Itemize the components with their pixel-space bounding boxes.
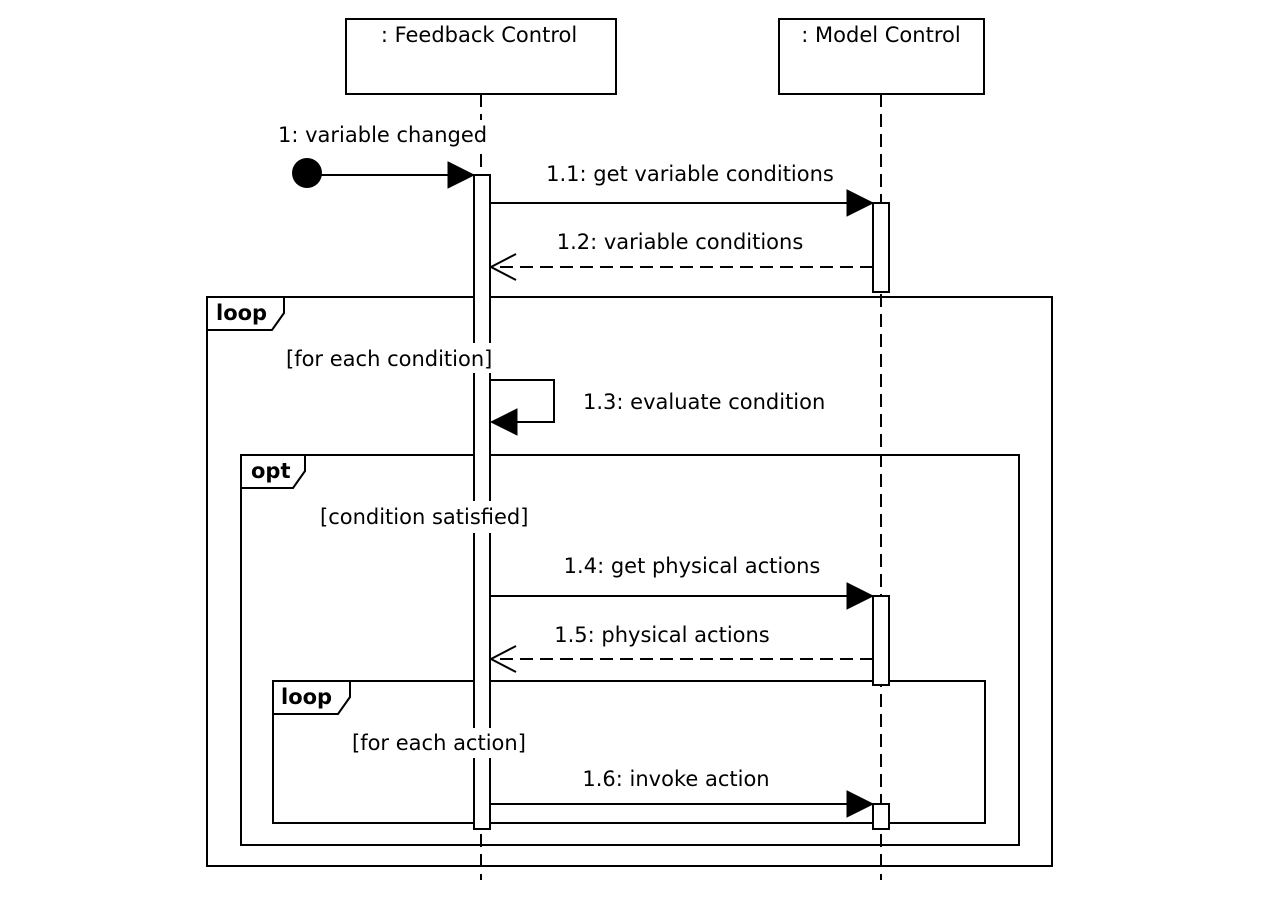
arrowhead-filled-icon [489,408,518,436]
message-1-5-label: 1.5: physical actions [554,623,770,647]
fragment-outer-loop-frame[interactable] [206,296,1053,867]
arrowhead-filled-icon [846,189,875,217]
fragment-outer-loop: loop [206,296,1053,867]
lifeline-model-control: : Model Control [778,18,985,880]
message-1-1[interactable]: 1.1: get variable conditions [490,162,875,217]
message-1-4-label: 1.4: get physical actions [564,554,821,578]
arrowhead-filled-icon [447,161,476,189]
fragment-inner-loop-operator: loop [281,685,332,709]
arrowhead-open-icon [488,645,517,673]
guard-inner-loop-text: [for each action] [352,731,526,755]
message-1-4[interactable]: 1.4: get physical actions [490,554,875,610]
message-1[interactable]: 1: variable changed [276,120,514,189]
activation-model-3 [872,803,890,830]
message-1-6[interactable]: 1.6: invoke action [490,767,875,818]
message-1-3[interactable]: 1.3: evaluate condition [489,379,825,436]
fragment-opt: opt [240,454,1020,846]
fragment-inner-loop-frame[interactable] [272,680,986,824]
activation-model-1 [872,202,890,293]
arrowhead-filled-icon [846,790,875,818]
lifeline-label-model: : Model Control [801,23,960,47]
message-1-2[interactable]: 1.2: variable conditions [488,230,873,281]
found-message-dot-icon [292,158,322,188]
fragment-opt-frame[interactable] [240,454,1020,846]
guard-inner-loop: [for each action] [350,728,550,758]
message-1-3-label: 1.3: evaluate condition [583,390,825,414]
arrowhead-filled-icon [846,582,875,610]
fragment-outer-loop-operator: loop [216,301,267,325]
message-1-2-label: 1.2: variable conditions [557,230,804,254]
guard-outer-loop: [for each condition] [284,343,520,373]
fragment-opt-tab [240,454,306,489]
lifeline-feedback-control: : Feedback Control [345,18,617,880]
lifeline-head-feedback[interactable] [345,18,617,95]
arrowhead-open-icon [488,253,517,281]
guard-outer-loop-text: [for each condition] [286,347,492,371]
fragment-outer-loop-tab [206,296,285,331]
fragment-inner-loop: loop [272,680,986,824]
guard-opt: [condition satisfied] [318,501,556,533]
lifeline-head-model[interactable] [778,18,985,95]
fragment-opt-operator: opt [251,459,291,483]
fragment-inner-loop-tab [272,680,351,715]
message-1-6-label: 1.6: invoke action [582,767,769,791]
guard-opt-text: [condition satisfied] [320,505,528,529]
lifeline-label-feedback: : Feedback Control [381,23,577,47]
message-1-label: 1: variable changed [278,123,487,147]
message-1-5[interactable]: 1.5: physical actions [488,623,873,673]
message-1-1-label: 1.1: get variable conditions [546,162,834,186]
activation-model-2 [872,595,890,686]
